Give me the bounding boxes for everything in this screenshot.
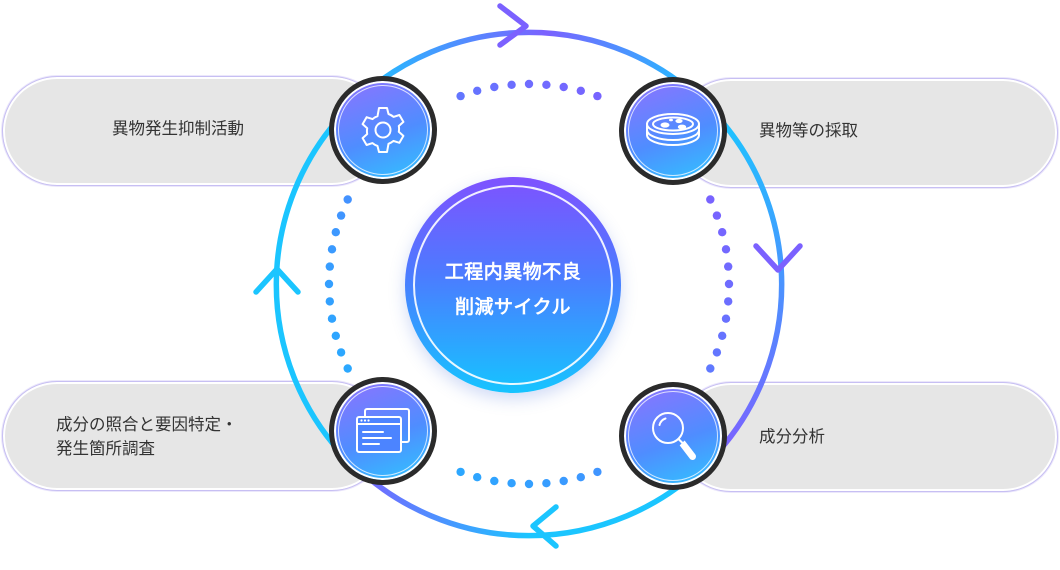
ring-dot [706, 364, 715, 373]
ring-dot [524, 79, 534, 89]
ring-dot [507, 80, 516, 90]
gear-icon [361, 107, 405, 153]
step-label-3: 成分分析 [759, 425, 825, 449]
ring-dot [542, 479, 551, 488]
step-label-4-line-2: 発生箇所調査 [56, 438, 155, 458]
step-label-4: 成分の照合と要因特定・ 発生箇所調査 [56, 413, 238, 461]
ring-dot [559, 82, 568, 92]
ring-dot [336, 211, 346, 220]
ring-dot [456, 467, 465, 477]
step-pill-2 [676, 78, 1058, 188]
magnifier-icon [652, 412, 696, 460]
ring-dot [343, 195, 352, 204]
step-label-1: 異物発生抑制活動 [112, 117, 244, 141]
ring-dot [576, 473, 585, 482]
ring-dot [507, 479, 516, 488]
ring-dot [456, 91, 465, 101]
ring-dot [336, 348, 346, 357]
petri-dish-icon [646, 113, 700, 147]
ring-dot [473, 86, 482, 96]
ring-dot [559, 476, 568, 486]
ring-dot [325, 262, 334, 271]
ring-dot [473, 473, 482, 482]
step-pill-1 [2, 76, 387, 186]
ring-dot [724, 262, 733, 271]
ring-dot [325, 297, 334, 306]
ring-dot [327, 245, 337, 254]
windows-icon [356, 408, 410, 453]
arrow-head-left [253, 266, 301, 295]
arrow-head-top [497, 3, 529, 48]
arrow-head-right [753, 243, 803, 273]
step-label-3-line-1: 成分分析 [759, 427, 825, 446]
step-label-2-line-1: 異物等の採取 [759, 121, 858, 140]
step-node-2 [619, 77, 727, 185]
ring-dot [718, 228, 727, 237]
step-node-1 [329, 76, 437, 184]
ring-dot [712, 211, 722, 220]
ring-dot [327, 314, 337, 323]
ring-dot [524, 479, 534, 489]
step-pill-4 [2, 381, 387, 491]
ring-dot [331, 228, 340, 237]
ring-dot [490, 476, 499, 486]
center-title-line-2: 削減サイクル [454, 296, 572, 318]
ring-dot [542, 80, 551, 90]
ring-dot [724, 297, 733, 306]
ring-dot [343, 364, 352, 373]
ring-dot [724, 279, 734, 289]
ring-dot [721, 314, 731, 323]
step-label-2: 異物等の採取 [759, 119, 858, 143]
outer-ring [273, 29, 785, 539]
inner-dotted-ring [324, 79, 734, 489]
ring-dot [706, 195, 715, 204]
center-hub: 工程内異物不良 削減サイクル [405, 177, 621, 393]
ring-dot [490, 82, 499, 92]
ring-dot [721, 245, 731, 254]
ring-dot [718, 331, 727, 340]
ring-dot [331, 331, 340, 340]
arrow-head-bottom [530, 504, 559, 549]
ring-dot [593, 91, 602, 101]
step-node-4 [329, 377, 437, 485]
ring-dot [576, 86, 585, 96]
step-label-1-line-1: 異物発生抑制活動 [112, 119, 244, 138]
ring-dot [593, 467, 602, 477]
center-title-line-1: 工程内異物不良 [444, 261, 582, 283]
step-pill-3 [676, 382, 1058, 492]
ring-dot [712, 348, 722, 357]
ring-dot [324, 279, 334, 289]
step-node-3 [619, 382, 727, 490]
step-label-4-line-1: 成分の照合と要因特定・ [56, 415, 238, 434]
